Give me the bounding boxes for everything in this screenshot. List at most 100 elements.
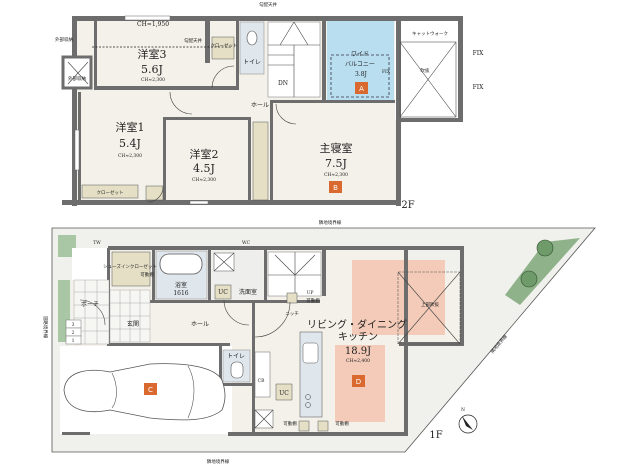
step-1: 1 — [72, 338, 75, 344]
room-name-master: 主寝室 — [320, 141, 353, 155]
room-size-western2: 4.5J — [193, 162, 215, 175]
ldk-label-1: リビング・ダイニング — [307, 318, 407, 331]
badge-d-label: D — [356, 378, 361, 386]
shoe-closet — [111, 251, 151, 287]
balcony-label-2: バルコニー — [345, 61, 375, 68]
balcony-size: 3.8J — [355, 71, 368, 78]
ldk-label-2: キッチン — [338, 331, 378, 343]
ldk-size: 18.9J — [345, 346, 371, 357]
closet-small-label: クローゼット — [211, 42, 238, 49]
closet-western1 — [81, 184, 139, 199]
room-name-western2: 洋室2 — [190, 147, 219, 161]
shoe-closet-label: シューズインクローゼット — [103, 263, 157, 270]
void-label: 吹抜 — [421, 67, 430, 74]
hall-1f-label: ホール — [191, 321, 209, 328]
shoe-shelf-label: 可動棚 — [140, 271, 154, 278]
external-storage — [61, 55, 93, 90]
room-size-western3: 5.6J — [141, 63, 163, 76]
floor-1f: C 3 2 1 N TW WC シューズインクローゼット 可動棚 浴室 1616… — [42, 219, 596, 465]
stove-icon — [305, 394, 311, 400]
tw-label: TW — [93, 240, 101, 246]
floor-2f: CH≈1,950 洋室3 5.6J CH≈2,300 勾配天井 勾配天井 クロー… — [55, 1, 484, 211]
uc-washroom — [214, 284, 232, 300]
ldk-ch: CH≈2,400 — [346, 358, 370, 364]
sloped-ceiling-label-top: 勾配天井 — [259, 1, 277, 8]
toilet-1f-label: トイレ — [227, 353, 245, 360]
badge-d — [352, 375, 365, 387]
step-3: 3 — [72, 322, 75, 328]
room-size-master: 7.5J — [325, 157, 347, 170]
shelf-box — [286, 292, 298, 304]
sloped-ceiling-label: 勾配天井 — [184, 37, 202, 44]
stairs-dn-label: DN — [278, 80, 288, 87]
room-size-western1: 5.4J — [119, 137, 141, 150]
stairs-2f — [267, 21, 321, 98]
boundary-bottom-label: 隣地境界線 — [207, 458, 230, 465]
compass-icon: N — [458, 407, 478, 434]
toilet-bowl-icon — [230, 361, 244, 379]
badge-c-label: C — [148, 386, 153, 394]
ch-western3: CH≈2,300 — [141, 77, 165, 83]
external-storage-label-2: 外部収納 — [68, 75, 86, 82]
bathtub-icon — [159, 253, 203, 275]
floor-label-1f: 1F — [429, 430, 442, 441]
ch-master: CH≈2,300 — [324, 172, 348, 178]
porch-steps — [65, 319, 82, 345]
balcony-fix: FIX — [382, 69, 391, 75]
cupboard — [254, 351, 271, 398]
garden-planting — [505, 238, 580, 305]
badge-b-label: B — [333, 184, 338, 192]
wc-label: WC — [242, 240, 251, 246]
void-above-label: 上部吹抜 — [421, 301, 439, 308]
badge-c — [144, 383, 157, 395]
up-label: UP — [307, 290, 314, 296]
toilet-2f-label: トイレ — [243, 59, 261, 66]
tree-icon — [536, 239, 554, 257]
planting-left — [58, 235, 76, 257]
badge-a — [355, 82, 368, 94]
badge-a-label: A — [359, 85, 364, 93]
stairs-1f — [267, 251, 322, 297]
catwalk-label: キャットウォーク — [412, 30, 448, 37]
bath-label: 浴室 — [175, 281, 187, 289]
closet-hall — [252, 121, 269, 201]
shelf-label-3: 可動棚 — [335, 420, 349, 427]
shelf-stairs-label: 可動棚 — [306, 297, 320, 304]
uc-kitchen — [275, 383, 293, 401]
ch-western2: CH≈2,300 — [192, 177, 216, 183]
room-name-western3: 洋室3 — [138, 47, 167, 61]
road-boundary-label: 道路境界線 — [42, 316, 49, 339]
toilet-bowl-icon — [246, 30, 258, 46]
ch-western1: CH≈2,300 — [118, 153, 142, 159]
step-2: 2 — [72, 330, 75, 336]
sink-icon — [302, 342, 319, 364]
balcony-label-1: ワイド — [351, 51, 369, 58]
compass-north-label: N — [461, 407, 465, 413]
external-storage-label: 外部収納 — [55, 36, 73, 43]
boundary-top-label: 隣地境界線 — [319, 219, 342, 226]
toilet-2f — [239, 21, 265, 75]
fix-label-2: FIX — [473, 84, 485, 91]
fix-label-1: FIX — [473, 50, 485, 57]
niche-label: ニッチ — [285, 311, 299, 317]
badge-b — [329, 181, 342, 193]
closet-western1-label: クローゼット — [97, 189, 124, 196]
cb-label: CB — [258, 378, 265, 384]
tree-icon — [520, 270, 538, 288]
ch-low-western3: CH≈1,950 — [137, 21, 169, 28]
stove-icon — [305, 402, 311, 408]
hall-2f-label: ホール — [251, 102, 269, 109]
washroom-label: 洗面室 — [239, 288, 257, 296]
bath-size: 1616 — [173, 290, 188, 297]
void-area — [395, 18, 460, 120]
closet-small — [145, 185, 164, 201]
room-name-western1: 洋室1 — [116, 120, 145, 134]
porch-label: ポーチ — [81, 300, 99, 308]
entrance-label: 玄関 — [127, 320, 139, 328]
uc-kitchen-label: UC — [279, 390, 289, 397]
floor-label-2f: 2F — [401, 200, 414, 211]
uc-washroom-label: UC — [218, 289, 228, 296]
closet-western3 — [211, 36, 235, 60]
shelf-label-2: 可動棚 — [283, 420, 297, 427]
